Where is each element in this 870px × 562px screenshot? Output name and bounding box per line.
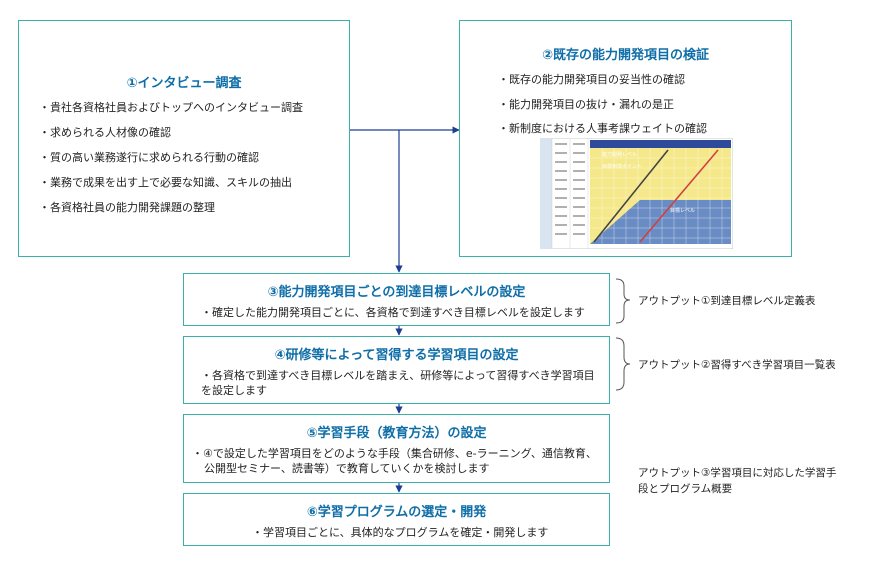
step5-box: ⑤学習手段（教育方法）の設定 ・④で設定した学習項目をどのような手段（集合研修、… bbox=[183, 414, 610, 483]
step4-title: ④研修等によって習得する学習項目の設定 bbox=[274, 348, 519, 363]
box2-item: ・既存の能力開発項目の妥当性の確認 bbox=[498, 73, 685, 86]
interview-survey-box: ①インタビュー調査 ・貴社各資格社員およびトップへのインタビュー調査 ・求められ… bbox=[18, 20, 350, 257]
thumbnail-label: 能力開発レベル bbox=[602, 151, 637, 158]
thumbnail-label: 目標到達ポイント bbox=[602, 163, 642, 170]
brace-1 bbox=[615, 278, 631, 324]
step3-text: ・確定した能力開発項目ごとに、各資格で到達すべき目標レベルを設定します bbox=[201, 306, 585, 319]
step6-text: ・学習項目ごとに、具体的なプログラムを確定・開発します bbox=[252, 526, 549, 539]
box1-item: ・貴社各資格社員およびトップへのインタビュー調査 bbox=[39, 101, 303, 114]
box2-item: ・能力開発項目の抜け・漏れの是正 bbox=[498, 98, 674, 111]
step5-title: ⑤学習手段（教育方法）の設定 bbox=[306, 426, 487, 441]
output-3-line: 段とプログラム概要 bbox=[638, 483, 733, 495]
output-1: アウトプット①到達目標レベル定義表 bbox=[638, 295, 816, 307]
step6-box: ⑥学習プログラムの選定・開発 ・学習項目ごとに、具体的なプログラムを確定・開発し… bbox=[183, 493, 610, 546]
box1-item: ・各資格社員の能力開発課題の整理 bbox=[39, 201, 215, 214]
output-2: アウトプット②習得すべき学習項目一覧表 bbox=[638, 359, 836, 371]
output-3-line: アウトプット③学習項目に対応した学習手 bbox=[638, 467, 837, 479]
step5-text-line: ・④で設定した学習項目をどのような手段（集合研修、e-ラーニング、通信教育、 bbox=[192, 447, 597, 460]
box2-title: ②既存の能力開発項目の検証 bbox=[541, 48, 709, 63]
box1-item: ・業務で成果を出す上で必要な知識、スキルの抽出 bbox=[39, 176, 292, 189]
step4-text-line: ・各資格で到達すべき目標レベルを踏まえ、研修等によって習得すべき学習項目 bbox=[201, 369, 595, 382]
thumbnail-label: 目標レベル bbox=[670, 207, 695, 214]
step3-box: ③能力開発項目ごとの到達目標レベルの設定 ・確定した能力開発項目ごとに、各資格で… bbox=[183, 273, 610, 326]
box2-item: ・新制度における人事考課ウェイトの確認 bbox=[498, 122, 707, 135]
spreadsheet-thumbnail: 能力開発レベル 目標到達ポイント 目標レベル bbox=[540, 138, 733, 249]
box1-item: ・質の高い業務遂行に求められる行動の確認 bbox=[39, 151, 259, 164]
existing-items-verification-box: ②既存の能力開発項目の検証 ・既存の能力開発項目の妥当性の確認 ・能力開発項目の… bbox=[459, 20, 792, 257]
step3-title: ③能力開発項目ごとの到達目標レベルの設定 bbox=[267, 285, 526, 300]
step5-text-line: 公開型セミナー、読書等）で教育していくかを検討します bbox=[204, 462, 490, 475]
step4-text-line: を設定します bbox=[201, 384, 267, 397]
brace-2 bbox=[615, 337, 631, 391]
step6-title: ⑥学習プログラムの選定・開発 bbox=[306, 505, 487, 520]
box1-item: ・求められる人材像の確認 bbox=[39, 126, 171, 139]
box1-title: ①インタビュー調査 bbox=[126, 76, 242, 91]
step4-box: ④研修等によって習得する学習項目の設定 ・各資格で到達すべき目標レベルを踏まえ、… bbox=[183, 336, 610, 404]
